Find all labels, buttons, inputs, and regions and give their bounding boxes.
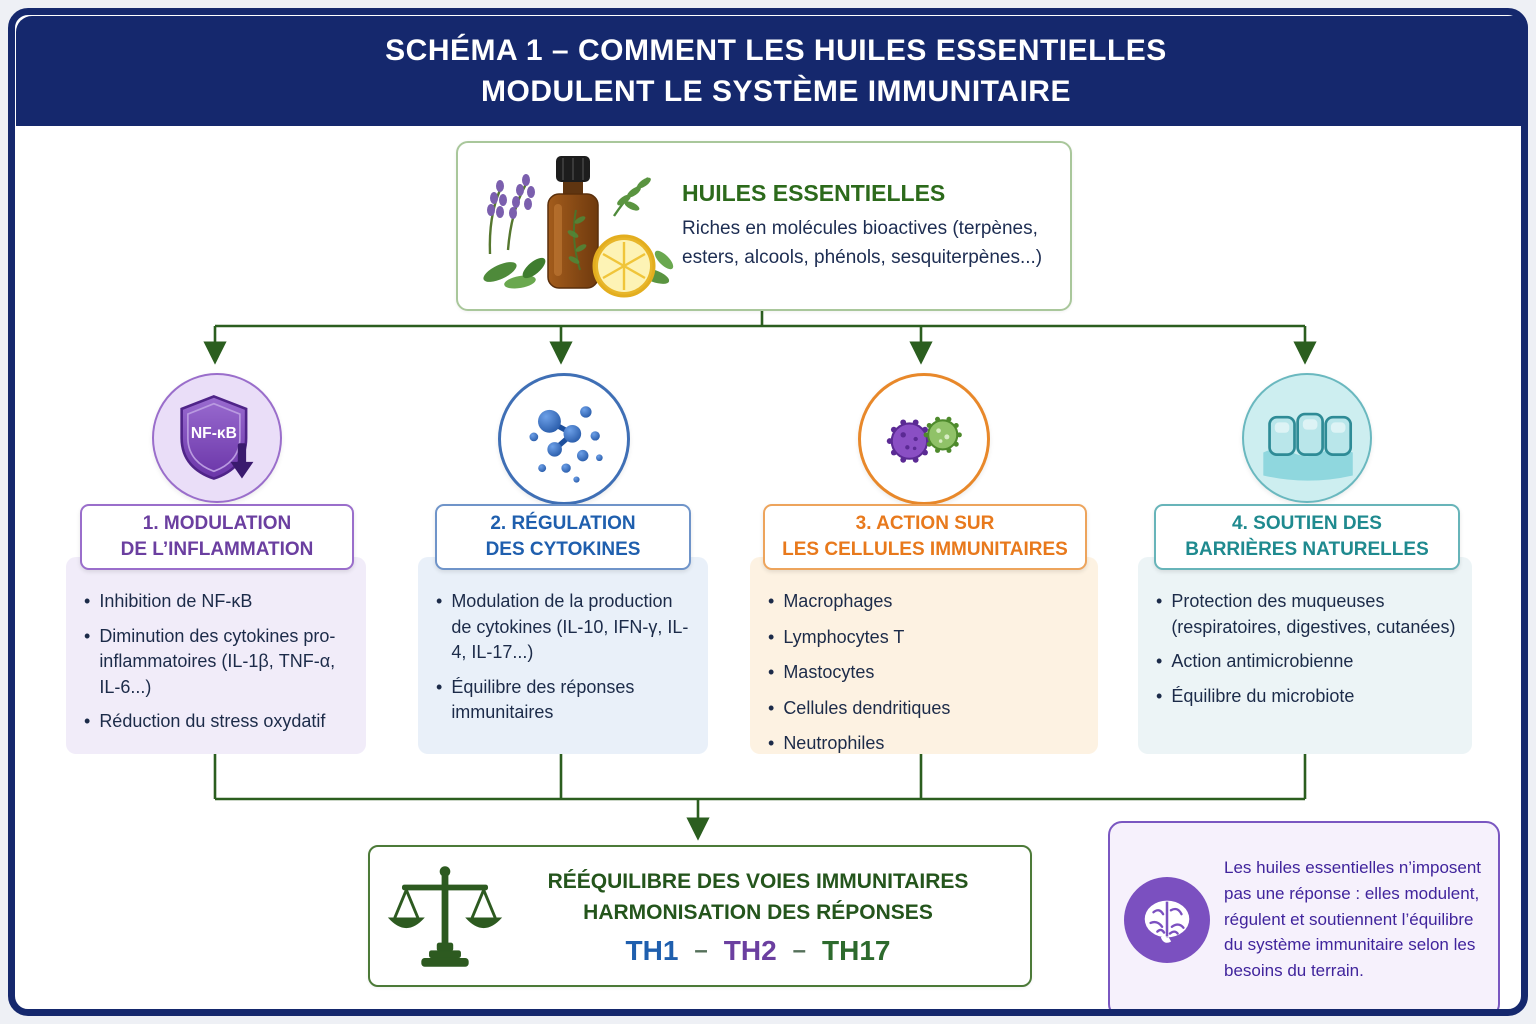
list-item: Action antimicrobienne (1156, 649, 1458, 675)
branch-box-immune-cells: Macrophages Lymphocytes T Mastocytes Cel… (750, 557, 1098, 754)
connector-arrows (203, 307, 1317, 841)
outcome-box: RÉÉQUILIBRE DES VOIES IMMUNITAIRES HARMO… (368, 845, 1032, 987)
th-separator: – (792, 936, 807, 964)
list-item: Neutrophiles (768, 731, 1084, 757)
cytokine-molecules-icon (529, 406, 603, 483)
branch-title-immune-cells: 3. ACTION SUR LES CELLULES IMMUNITAIRES (763, 504, 1087, 570)
immune-cells-icon-circle (858, 373, 990, 505)
list-item: Cellules dendritiques (768, 696, 1084, 722)
list-item: Lymphocytes T (768, 625, 1084, 651)
branch-title-inflammation: 1. MODULATION DE L’INFLAMMATION (80, 504, 354, 570)
branch-title-cytokines: 2. RÉGULATION DES CYTOKINES (435, 504, 691, 570)
outcome-line2: HARMONISATION DES RÉPONSES (583, 901, 933, 924)
barrier-cells-icon (1263, 412, 1353, 481)
branch-box-cytokines: Modulation de la production de cytokines… (418, 557, 708, 754)
note-text: Les huiles essentielles n’imposent pas u… (1224, 857, 1482, 981)
source-text-block: HUILES ESSENTIELLES Riches en molécules … (682, 180, 1070, 271)
th-separator: – (694, 936, 708, 964)
note-box: Les huiles essentielles n’imposent pas u… (1108, 821, 1500, 1016)
outcome-line1: RÉÉQUILIBRE DES VOIES IMMUNITAIRES (547, 869, 969, 893)
branch-box-inflammation: Inhibition de NF-κB Diminution des cytok… (66, 557, 366, 754)
page-title-line2: MODULENT LE SYSTÈME IMMUNITAIRE (481, 75, 1071, 108)
list-item: Modulation de la production de cytokines… (436, 589, 694, 666)
th2-label: TH2 (723, 934, 777, 966)
branch-title-barriers: 4. SOUTIEN DES BARRIÈRES NATURELLES (1154, 504, 1460, 570)
th-pathways-row: TH1 – TH2 – TH17 (506, 935, 1010, 967)
source-title: HUILES ESSENTIELLES (682, 180, 946, 207)
essential-oil-bottle-illustration (483, 156, 674, 298)
list-item: Protection des muqueuses (respiratoires,… (1156, 589, 1458, 640)
essential-oils-source-box: HUILES ESSENTIELLES Riches en molécules … (456, 141, 1072, 311)
list-item: Macrophages (768, 589, 1084, 615)
balance-scale-icon (387, 866, 503, 967)
immune-cells-icon (886, 416, 962, 463)
list-item: Équilibre des réponses immunitaires (436, 675, 694, 726)
list-item: Mastocytes (768, 660, 1084, 686)
cytokines-icon-circle (498, 373, 630, 505)
inflammation-icon-circle: NF-κB (152, 373, 282, 503)
branch-box-barriers: Protection des muqueuses (respiratoires,… (1138, 557, 1472, 754)
nfkb-shield-icon: NF-κB (180, 395, 254, 480)
th17-label: TH17 (822, 934, 891, 966)
nfkb-badge-label: NF-κB (191, 425, 237, 442)
brain-icon (1144, 900, 1190, 943)
outcome-text-block: RÉÉQUILIBRE DES VOIES IMMUNITAIRES HARMO… (506, 866, 1030, 967)
list-item: Équilibre du microbiote (1156, 684, 1458, 710)
barriers-icon-circle (1242, 373, 1372, 503)
header-banner: SCHÉMA 1 – COMMENT LES HUILES ESSENTIELL… (16, 16, 1528, 126)
list-item: Inhibition de NF-κB (84, 589, 352, 615)
list-item: Réduction du stress oxydatif (84, 709, 352, 735)
brain-icon-circle (1124, 876, 1210, 963)
diagram-canvas: SCHÉMA 1 – COMMENT LES HUILES ESSENTIELL… (8, 8, 1528, 1016)
page-title-line1: SCHÉMA 1 – COMMENT LES HUILES ESSENTIELL… (385, 33, 1167, 67)
th1-label: TH1 (625, 934, 679, 966)
list-item: Diminution des cytokines pro-inflammatoi… (84, 624, 352, 701)
source-description: Riches en molécules bioactives (terpènes… (682, 218, 1043, 268)
